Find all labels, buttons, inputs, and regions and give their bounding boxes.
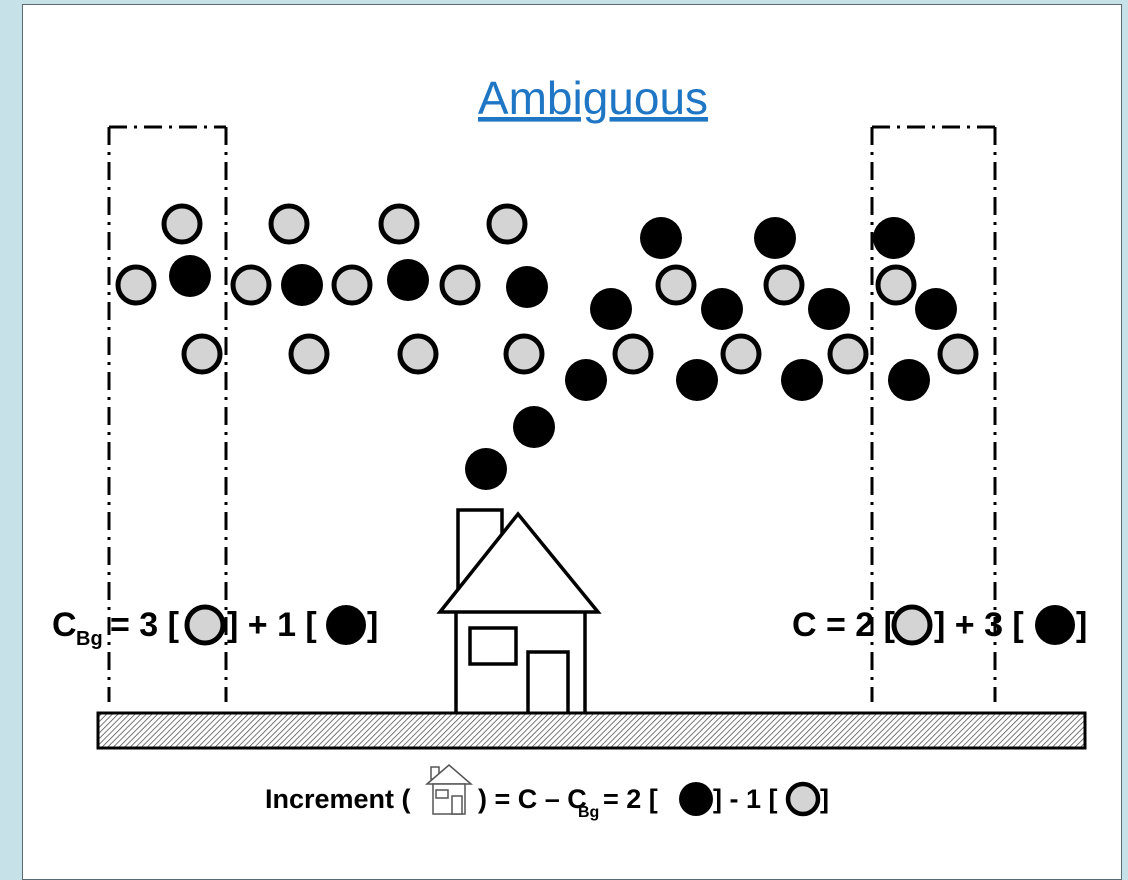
dark-particle (915, 288, 957, 330)
measurement-window-box (870, 125, 997, 702)
dark-particle (281, 264, 323, 306)
light-particle (720, 333, 762, 375)
dark-particle (565, 359, 607, 401)
light-particle (397, 333, 439, 375)
eq-inc-subscript: Bg (578, 804, 599, 821)
dark-particle (701, 288, 743, 330)
light-particle (268, 203, 310, 245)
dark-particle (676, 359, 718, 401)
eq-c-part1: C = 2 [ (792, 606, 895, 644)
background-equation: C Bg = 3 [ ] + 1 [ ] (52, 604, 378, 650)
eq-inc-part4: ] - 1 [ (713, 784, 778, 814)
dark-particle (888, 359, 930, 401)
eq-bg-dark-particle-icon (326, 605, 366, 645)
dark-particle (387, 259, 429, 301)
increment-equation: Increment ( ) = C – C Bg = 2 [ ] - 1 [ ] (265, 764, 829, 821)
light-particle (331, 264, 373, 306)
diagram-title: Ambiguous (478, 72, 708, 124)
eq-inc-part1: Increment ( (265, 784, 411, 814)
dark-particle (169, 255, 211, 297)
light-particle (115, 264, 157, 306)
light-particle (827, 333, 869, 375)
eq-bg-part1: = 3 [ (110, 606, 179, 644)
eq-c-light-particle-icon (891, 604, 933, 646)
eq-inc-part3: = 2 [ (603, 784, 658, 814)
light-particle (181, 333, 223, 375)
background-window-box (107, 125, 228, 702)
dark-particle (465, 448, 507, 490)
eq-bg-part3: ] (367, 606, 378, 644)
dark-particle (640, 217, 682, 259)
ground (96, 711, 1087, 750)
light-particle (612, 333, 654, 375)
particles (115, 203, 979, 490)
dark-particle (590, 288, 632, 330)
dark-particle (506, 266, 548, 308)
eq-inc-light-particle-icon (785, 781, 821, 817)
light-particle (161, 203, 203, 245)
eq-inc-part2: ) = C – C (478, 784, 587, 814)
measured-equation: C = 2 [ ] + 3 [ ] (792, 604, 1087, 646)
eq-bg-lhs: C (52, 606, 77, 644)
small-house-icon (424, 764, 474, 815)
dark-particle (873, 217, 915, 259)
dark-particle (808, 288, 850, 330)
light-particle (763, 264, 805, 306)
light-particle (486, 203, 528, 245)
light-particle (439, 264, 481, 306)
light-particle (288, 333, 330, 375)
eq-inc-part5: ] (820, 784, 829, 814)
light-particle (230, 264, 272, 306)
eq-bg-part2: ] + 1 [ (227, 606, 317, 644)
eq-c-part3: ] (1076, 606, 1087, 644)
eq-c-dark-particle-icon (1035, 605, 1075, 645)
light-particle (875, 264, 917, 306)
light-particle (503, 333, 545, 375)
eq-bg-lhs-subscript: Bg (76, 628, 103, 650)
house-icon (436, 508, 602, 717)
dark-particle (781, 359, 823, 401)
light-particle (655, 264, 697, 306)
eq-c-part2: ] + 3 [ (934, 606, 1024, 644)
light-particle (378, 203, 420, 245)
dark-particle (754, 217, 796, 259)
eq-bg-light-particle-icon (184, 604, 226, 646)
eq-inc-dark-particle-icon (679, 782, 713, 816)
dark-particle (513, 406, 555, 448)
light-particle (937, 333, 979, 375)
